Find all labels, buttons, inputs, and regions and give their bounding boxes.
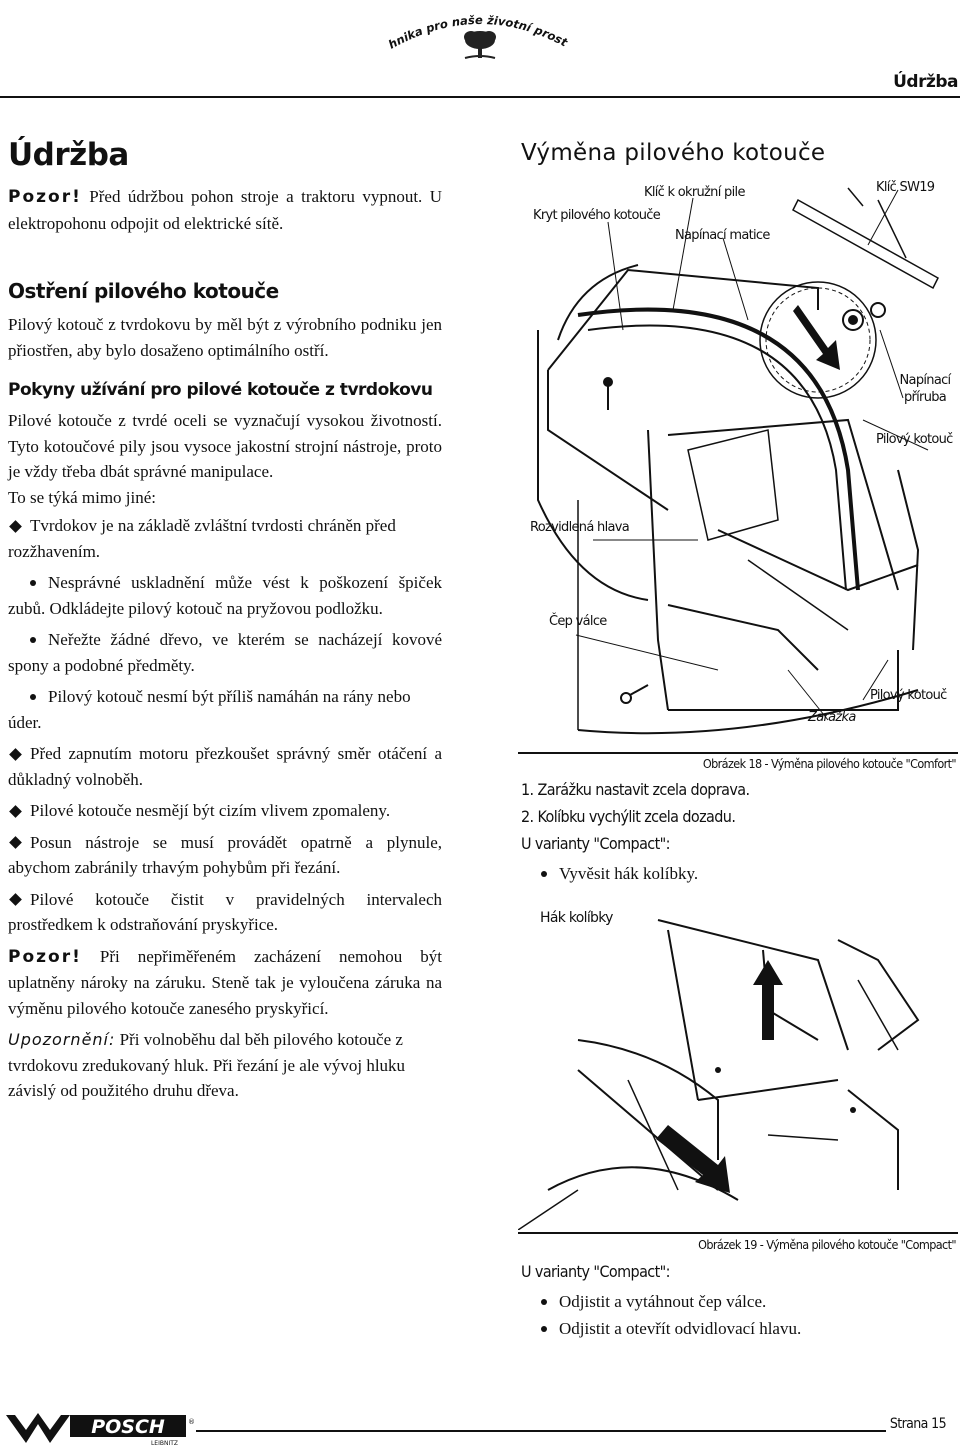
diamond-bullet-icon [9, 836, 22, 849]
label-saw-blade-1: Pilový kotouč [876, 432, 953, 447]
saw-blade-exchange-compact-illustration [517, 919, 920, 1231]
posch-logo-icon: POSCH LEIBNITZ ® [6, 1413, 195, 1447]
svg-text:®: ® [188, 1418, 195, 1426]
step-2: 2. Kolíbku vychýlit zcela dozadu. [521, 807, 736, 826]
step-1: 1. Zarážku nastavit zcela doprava. [521, 780, 750, 799]
bullet-icon [541, 1298, 547, 1305]
compact-heading-1: U varianty "Compact": [521, 834, 671, 853]
sub-list-item: Neřežte žádné dřevo, ve kterém se nacház… [8, 630, 442, 675]
diamond-bullet-icon [9, 519, 22, 533]
usage-text: Pilové kotouče z tvrdé oceli se vyznačuj… [8, 411, 442, 481]
page-number: Strana 15 [889, 1416, 947, 1432]
bullet-icon [541, 1325, 547, 1332]
header-logo: Technika pro naše životní prostředí [381, 0, 575, 76]
sub-list-item: Pilový kotouč nesmí být příliš namáhán n… [8, 687, 411, 732]
left-column: Údržba Pozor! Před údržbou pohon stroje … [8, 136, 442, 1104]
pozor-warning-1: Pozor! Před údržbou pohon stroje a trakt… [8, 184, 442, 236]
figure-18-rule [518, 752, 958, 754]
section-heading-usage: Pokyny užívání pro pilové kotouče z tvrd… [8, 380, 433, 400]
note: Upozornění: Při volnoběhu dal běh pilové… [8, 1030, 406, 1100]
label-tension-flange: Napínací příruba [899, 373, 952, 405]
figure-18-caption: Obrázek 18 - Výměna pilového kotouče "Co… [702, 756, 957, 771]
svg-text:LEIBNITZ: LEIBNITZ [151, 1440, 178, 1447]
diamond-bullet-icon [9, 747, 22, 761]
sharpening-text: Pilový kotouč z tvrdokovu by měl být z v… [8, 315, 442, 360]
diamond-bullet-icon [9, 893, 22, 906]
bullet-icon [30, 693, 36, 700]
label-stop: Zarážka [808, 710, 856, 725]
right-heading: Výměna pilového kotouče [521, 140, 826, 166]
figure-19-rule [518, 1232, 958, 1234]
saw-blade-exchange-comfort-illustration [537, 187, 939, 735]
list-item: Posun nástroje se musí provádět opatrně … [8, 832, 442, 878]
list-item: Pilové kotouče nesmějí být cizím vlivem … [8, 798, 442, 824]
label-cradle-hook: Hák kolíbky [540, 910, 613, 926]
figure-19: Hák kolíbky [517, 890, 956, 1231]
figure-18: Klíč k okružní pile Klíč SW19 Kryt pilov… [518, 170, 956, 752]
header-section-title: Údržba [893, 72, 958, 92]
label-saw-blade-2: Pilový kotouč [870, 688, 947, 703]
label-blade-guard: Kryt pilového kotouče [533, 208, 661, 223]
section-heading-sharpening: Ostření pilového kotouče [8, 279, 279, 303]
pozor-label: Pozor! [8, 946, 82, 967]
figure-19-caption: Obrázek 19 - Výměna pilového kotouče "Co… [698, 1237, 957, 1252]
pozor-label: Pozor! [8, 187, 82, 207]
bullet-icon [30, 636, 36, 643]
list-item: Před zapnutím motoru přezkoušet správný … [8, 744, 442, 789]
bullet-icon [30, 579, 36, 586]
also-text: To se týká mimo jiné: [8, 487, 157, 507]
footer-rule [196, 1430, 886, 1432]
diamond-bullet-icon [9, 804, 22, 818]
label-cylinder-pin: Čep válce [549, 614, 607, 629]
compact-1-list-item: Vyvěsit hák kolíbky. [521, 861, 698, 887]
svg-text:POSCH: POSCH [91, 1416, 165, 1438]
list-item: Tvrdokov je na základě zvláštní tvrdosti… [8, 516, 396, 561]
compact-2-list-item: Odjistit a otevřít odvidlovací hlavu. [521, 1316, 801, 1342]
pozor-text: Před údržbou pohon stroje a traktoru vyp… [8, 187, 443, 233]
label-key-ring-saw: Klíč k okružní pile [644, 185, 745, 200]
page-title: Údržba [8, 137, 129, 173]
header-rule [0, 96, 960, 98]
bullet-icon [541, 870, 547, 877]
compact-heading-2: U varianty "Compact": [521, 1262, 671, 1281]
pozor-warning-2: Pozor! Při nepřiměřeném zacházení nemoho… [8, 946, 443, 1018]
note-label: Upozornění: [8, 1030, 116, 1049]
label-tension-nut: Napínací matice [675, 228, 770, 243]
label-key-sw19: Klíč SW19 [876, 180, 935, 195]
tree-logo-icon: Technika pro naše životní prostředí [381, 0, 570, 59]
sub-list-item: Nesprávné uskladnění může vést k poškoze… [8, 573, 442, 618]
list-item: Pilové kotouče čistit v pravidelných int… [8, 889, 442, 935]
footer-logo: POSCH LEIBNITZ ® [6, 1410, 196, 1448]
compact-2-list-item: Odjistit a vytáhnout čep válce. [521, 1289, 766, 1315]
label-fork-head: Rozvidlená hlava [530, 520, 630, 535]
